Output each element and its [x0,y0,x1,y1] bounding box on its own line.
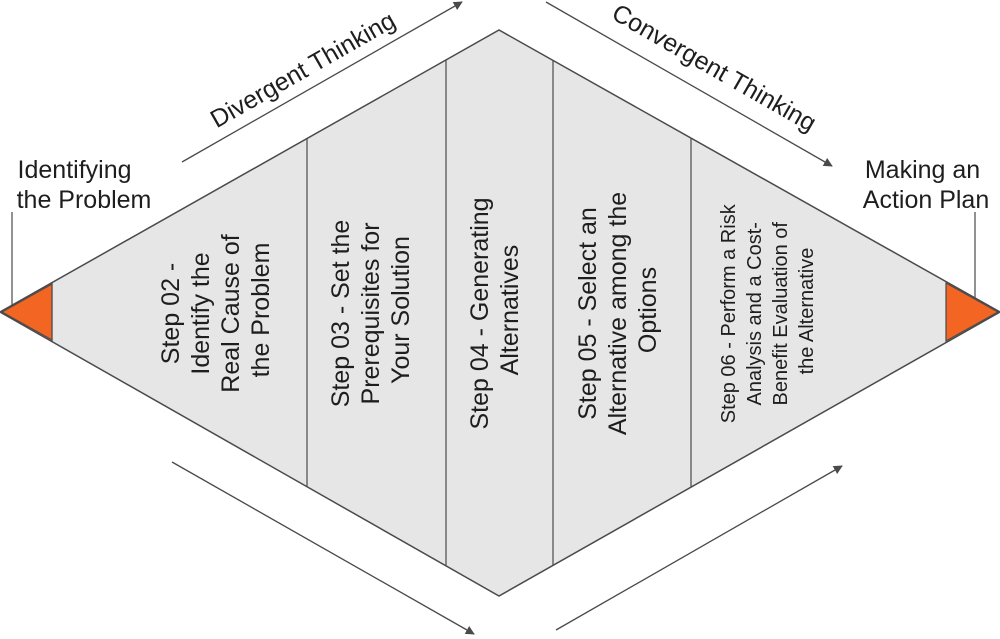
step-line: Prerequisites for [357,222,385,404]
step-line: Real Cause of [217,234,245,392]
step-line: Step 04 - Generating [466,197,494,429]
step-line: the Alternative [796,248,818,375]
left-marker [0,282,53,342]
action-plan-label: Making an Action Plan [863,156,989,214]
identifying-problem-label: Identifying the Problem [17,156,152,214]
step-line: Options [634,267,662,353]
step-line: the Problem [247,243,275,378]
step-04-label: Step 04 - Generating Alternatives [466,190,524,429]
step-line: Alternatives [496,245,524,376]
convergent-arrow [545,1,833,167]
step-05-label: Step 05 - Select an Alternative among th… [574,185,662,435]
process-diamond [0,29,1000,597]
divergent-arrow [181,1,463,163]
step-dividers [51,59,692,566]
lower-right-arrow [555,465,843,631]
lower-left-arrow [171,461,475,635]
step-line: Your Solution [387,236,415,384]
step-02-label: Step 02 - Identify the Real Cause of the… [157,227,275,392]
step-line: Step 03 - Set the [327,220,355,408]
step-line: Step 05 - Select an [574,207,602,420]
identifying-problem-line: Identifying [18,156,132,184]
action-plan-line: Action Plan [863,186,989,214]
step-line: Benefit Evaluation of [770,222,792,406]
identifying-problem-line: the Problem [17,186,152,214]
step-03-label: Step 03 - Set the Prerequisites for Your… [327,213,415,408]
right-marker [945,281,1000,343]
steps-group: Step 02 - Identify the Real Cause of the… [157,185,818,435]
step-line: Step 06 - Perform a Risk [718,203,740,423]
step-line: Step 02 - [157,263,185,364]
step-line: Analysis and a Cost- [744,222,766,405]
action-plan-line: Making an [865,156,980,184]
step-06-label: Step 06 - Perform a Risk Analysis and a … [718,199,818,424]
step-line: Identify the [187,252,215,374]
step-line: Alternative among the [604,192,632,435]
